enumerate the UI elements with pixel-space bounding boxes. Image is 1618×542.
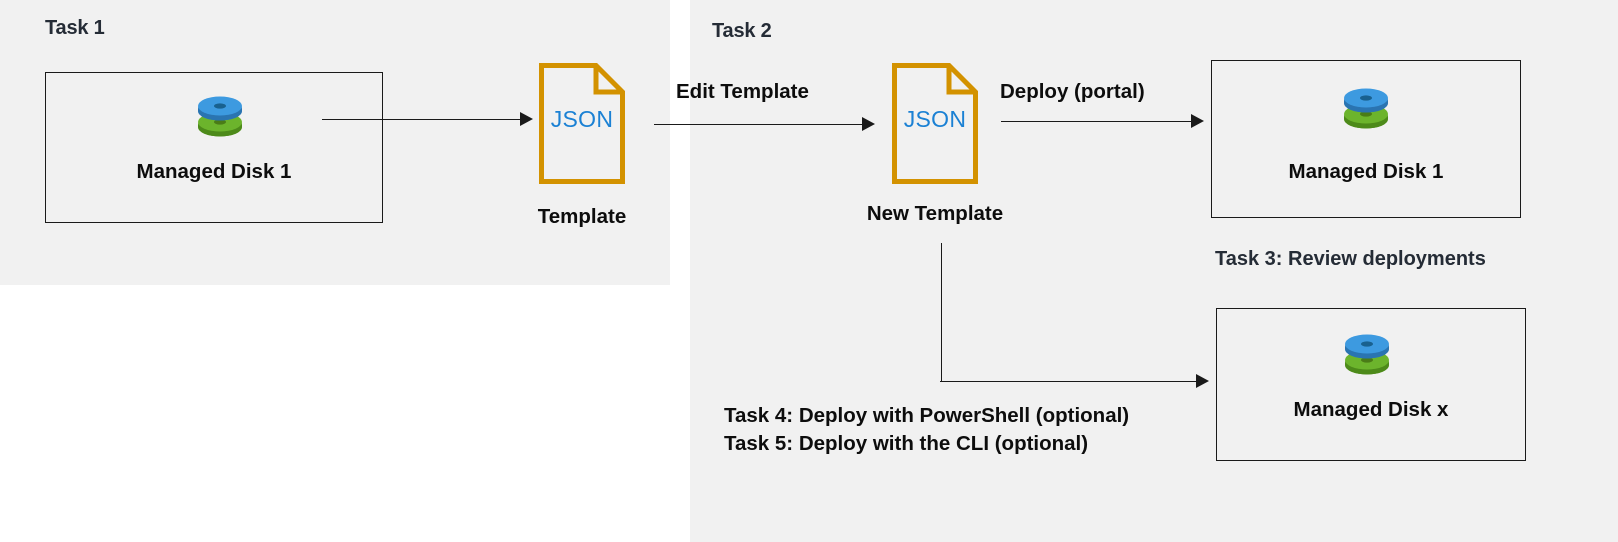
connector-deploy-portal: [1001, 121, 1193, 122]
managed-disk-icon: [1338, 84, 1394, 138]
template-caption: Template: [537, 205, 627, 228]
arrowhead-deploy-portal: [1191, 114, 1204, 128]
new-template-caption: New Template: [866, 202, 1004, 225]
managed-disk-1-result-label: Managed Disk 1: [1288, 160, 1444, 183]
connector-deploy-scripted-vertical: [941, 243, 942, 381]
task-5-annotation: Task 5: Deploy with the CLI (optional): [724, 432, 1089, 455]
arrowhead-deploy-scripted: [1196, 374, 1209, 388]
task-2-heading: Task 2: [712, 20, 772, 42]
connector-edit-template: [654, 124, 864, 125]
arrowhead-edit-template: [862, 117, 875, 131]
managed-disk-1-result-box: [1211, 60, 1521, 218]
edge-label-deploy-portal: Deploy (portal): [1000, 80, 1145, 103]
json-document-label: JSON: [550, 106, 614, 132]
managed-disk-x-box: [1216, 308, 1526, 461]
json-document-icon-template: JSON: [538, 62, 626, 185]
arrowhead-export-template: [520, 112, 533, 126]
panel-task-2: [690, 0, 1618, 542]
managed-disk-1-source-box: [45, 72, 383, 223]
json-document-icon-new-template: JSON: [891, 62, 979, 185]
connector-deploy-scripted-horizontal: [940, 381, 1198, 382]
managed-disk-x-label: Managed Disk x: [1293, 398, 1449, 421]
edge-label-edit-template: Edit Template: [676, 80, 809, 103]
managed-disk-icon: [192, 92, 248, 146]
panel-task-1: [0, 0, 670, 285]
managed-disk-icon: [1339, 330, 1395, 384]
json-document-label: JSON: [903, 106, 967, 132]
task-3-annotation: Task 3: Review deployments: [1215, 248, 1486, 270]
managed-disk-1-source-label: Managed Disk 1: [136, 160, 292, 183]
connector-export-template: [322, 119, 522, 120]
task-1-heading: Task 1: [45, 17, 105, 39]
task-4-annotation: Task 4: Deploy with PowerShell (optional…: [724, 404, 1130, 427]
